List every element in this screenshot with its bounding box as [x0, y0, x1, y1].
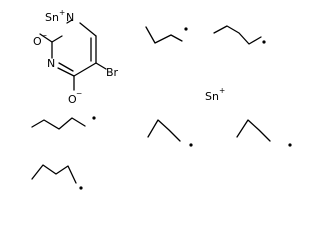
- bond-c4-n3: [57, 67, 75, 77]
- radical-dot: [288, 143, 292, 147]
- radical-dot: [184, 27, 188, 31]
- oxygen-top-label: O: [33, 35, 42, 48]
- butyl-radical-4: [147, 119, 193, 147]
- butyl-radical-6: [31, 164, 83, 190]
- radical-dot: [92, 116, 96, 120]
- nitrogen-top-label: N: [66, 11, 74, 24]
- radical-dot: [189, 143, 193, 147]
- tin-bound-label: Sn: [45, 11, 59, 24]
- butyl-chain: [213, 25, 262, 45]
- bromine-label: Br: [106, 66, 119, 79]
- bond-c2-n1-left: [51, 35, 63, 43]
- structure-canvas: O − Sn + N N Br O − Sn +: [31, 8, 292, 190]
- butyl-chain: [31, 164, 77, 184]
- radical-dot: [79, 186, 83, 190]
- butyl-chain: [145, 26, 183, 44]
- butyl-radical-3: [31, 116, 96, 130]
- bond-c5-br: [95, 62, 107, 70]
- oxygen-bottom-label: O: [68, 93, 77, 106]
- butyl-chain: [147, 119, 181, 142]
- bond-c2-o: [39, 33, 53, 43]
- bond-n1-c6: [79, 22, 97, 37]
- tin-free-label: Sn: [205, 90, 219, 103]
- butyl-chain: [236, 119, 271, 142]
- radical-dot: [262, 40, 266, 44]
- molecule-drawing: O − Sn + N N Br O − Sn +: [31, 8, 292, 190]
- butyl-radical-5: [236, 119, 292, 147]
- bond-c2-n1: [66, 19, 73, 24]
- pyrimidine-ring: [51, 19, 97, 77]
- butyl-radical-2: [213, 25, 266, 45]
- bond-c5-c4: [73, 62, 97, 77]
- tin-bound-charge: +: [59, 8, 65, 17]
- butyl-chain: [31, 117, 86, 130]
- bond-c4-n3-double: [58, 62, 74, 72]
- oxygen-bottom-charge: −: [76, 89, 82, 98]
- tin-free-charge: +: [219, 86, 225, 95]
- butyl-radical-1: [145, 26, 188, 44]
- nitrogen-bottom-label: N: [47, 57, 55, 70]
- oxygen-top-charge: −: [41, 31, 47, 40]
